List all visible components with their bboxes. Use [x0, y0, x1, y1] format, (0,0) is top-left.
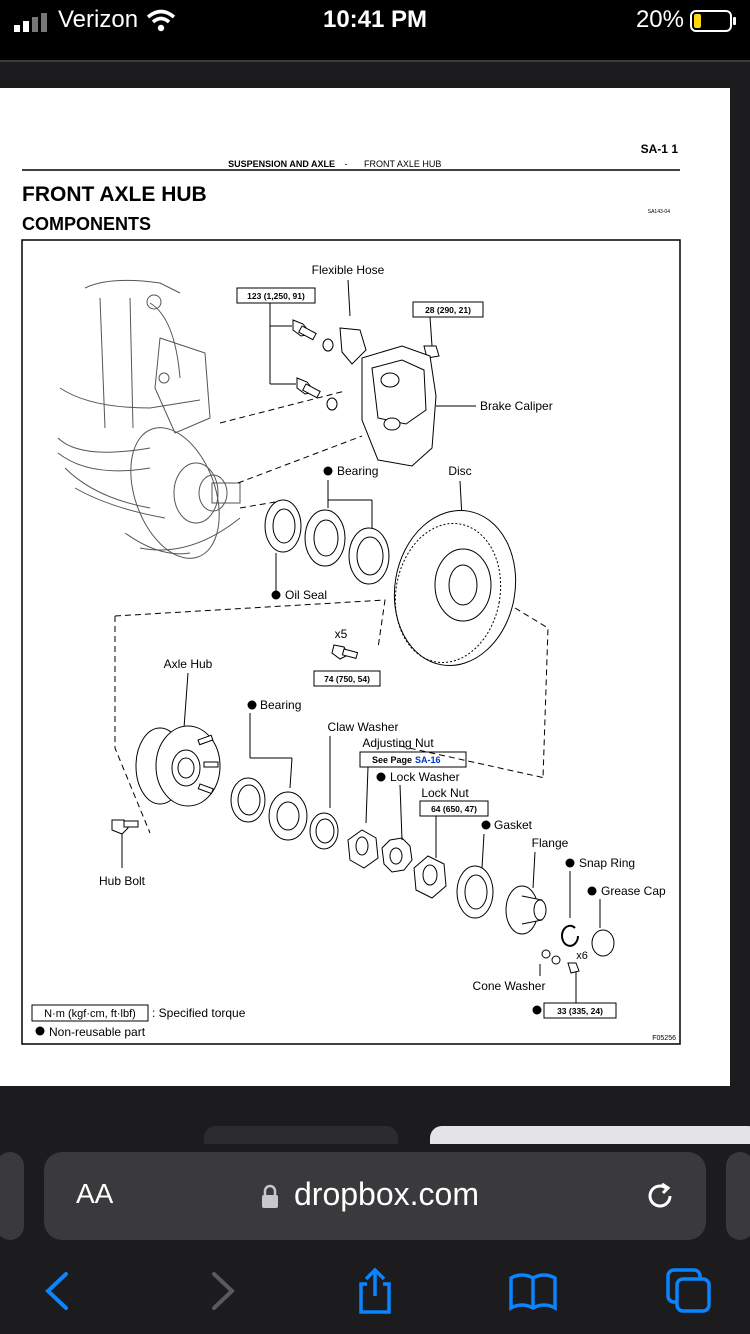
torque-28: 28 (290, 21)	[425, 305, 471, 315]
label-adjusting-nut: Adjusting Nut	[362, 736, 434, 750]
address-bar[interactable]: AA dropbox.com	[44, 1152, 706, 1240]
header-subsection: FRONT AXLE HUB	[364, 159, 441, 169]
non-reusable-dot	[323, 466, 333, 476]
page-title: FRONT AXLE HUB	[22, 183, 207, 206]
label-axle-hub: Axle Hub	[164, 657, 213, 671]
lock-icon	[262, 1184, 278, 1208]
label-hub-bolt: Hub Bolt	[99, 874, 146, 888]
forward-icon[interactable]	[196, 1266, 246, 1316]
torque-74: 74 (750, 54)	[324, 674, 370, 684]
torque-33: 33 (335, 24)	[557, 1006, 603, 1016]
header-section: SUSPENSION AND AXLE	[228, 159, 335, 169]
brake-disc-drawing	[393, 509, 517, 667]
washer-nut-drawing	[309, 812, 447, 899]
figure-frame	[21, 239, 681, 1045]
gasket-drawing	[456, 865, 494, 919]
label-bearing-upper: Bearing	[337, 464, 378, 478]
label-lock-nut: Lock Nut	[421, 786, 469, 800]
page-subtitle: COMPONENTS	[22, 214, 151, 234]
battery-percentage: 20%	[635, 6, 684, 33]
torque-123: 123 (1,250, 91)	[247, 291, 305, 301]
flange-drawing	[505, 885, 547, 935]
legend-unit-desc: : Specified torque	[152, 1006, 246, 1020]
reader-options-button[interactable]: AA	[76, 1178, 114, 1209]
label-x6: x6	[576, 950, 588, 962]
tab-preview[interactable]	[204, 1126, 398, 1144]
next-tab-card[interactable]	[726, 1152, 750, 1240]
legend-non-reusable: Non-reusable part	[49, 1025, 146, 1039]
see-page-text: See Page	[372, 755, 412, 765]
torque-64: 64 (650, 47)	[431, 804, 477, 814]
axle-hub-diagram: SA-1 1 SUSPENSION AND AXLE - FRONT AXLE …	[21, 142, 681, 1045]
tabs-icon[interactable]	[664, 1266, 714, 1316]
cellular-signal-icon	[14, 13, 47, 32]
label-grease-cap: Grease Cap	[601, 884, 666, 898]
status-bar: Verizon 10:41 PM 20%	[0, 0, 750, 60]
figure-id: F05256	[652, 1035, 676, 1042]
wifi-icon	[146, 9, 176, 32]
battery-icon	[690, 10, 736, 32]
axle-hub-drawing	[111, 725, 221, 835]
label-claw-washer: Claw Washer	[328, 720, 399, 734]
clock: 10:41 PM	[322, 6, 428, 33]
share-icon[interactable]	[350, 1266, 400, 1316]
label-oil-seal: Oil Seal	[285, 588, 327, 602]
carrier-name: Verizon	[58, 6, 139, 33]
legend-unit-box	[31, 1004, 149, 1022]
torque-box-123	[236, 287, 316, 304]
bearing-seal-drawing	[239, 499, 390, 585]
brake-caliper-drawing	[339, 327, 476, 467]
document-page: SA-1 1 SUSPENSION AND AXLE - FRONT AXLE …	[0, 88, 730, 1086]
label-disc: Disc	[448, 464, 471, 478]
grease-cap-drawing	[591, 929, 615, 957]
snap-ring-drawing	[561, 924, 579, 947]
label-flexible-hose: Flexible Hose	[312, 263, 385, 277]
lower-bearing-drawing	[230, 777, 308, 841]
label-snap-ring: Snap Ring	[579, 856, 635, 870]
see-page-box	[359, 751, 467, 768]
legend-unit: N·m (kgf·cm, ft·lbf)	[44, 1008, 136, 1020]
header-separator: -	[345, 159, 348, 169]
steering-knuckle-drawing	[57, 279, 241, 559]
viewer-top-bar	[0, 60, 750, 90]
label-cone-washer: Cone Washer	[473, 979, 546, 993]
label-bearing-lower: Bearing	[260, 698, 301, 712]
torque-box-28	[412, 301, 484, 318]
previous-tab-card[interactable]	[0, 1152, 24, 1240]
label-lock-washer: Lock Washer	[390, 770, 460, 784]
banjo-bolt-parts	[292, 319, 338, 411]
label-brake-caliper: Brake Caliper	[480, 399, 553, 413]
url-domain[interactable]: dropbox.com	[294, 1176, 479, 1212]
label-flange: Flange	[532, 836, 569, 850]
bookmarks-icon[interactable]	[508, 1266, 558, 1316]
page-number: SA-1 1	[641, 142, 679, 156]
back-icon[interactable]	[34, 1266, 84, 1316]
reload-icon[interactable]	[642, 1178, 678, 1214]
reference-code: SA143-04	[648, 209, 670, 215]
label-gasket: Gasket	[494, 818, 533, 832]
see-page-link[interactable]: SA-16	[415, 755, 441, 765]
label-x5: x5	[335, 627, 348, 641]
tab-preview[interactable]	[430, 1126, 750, 1144]
